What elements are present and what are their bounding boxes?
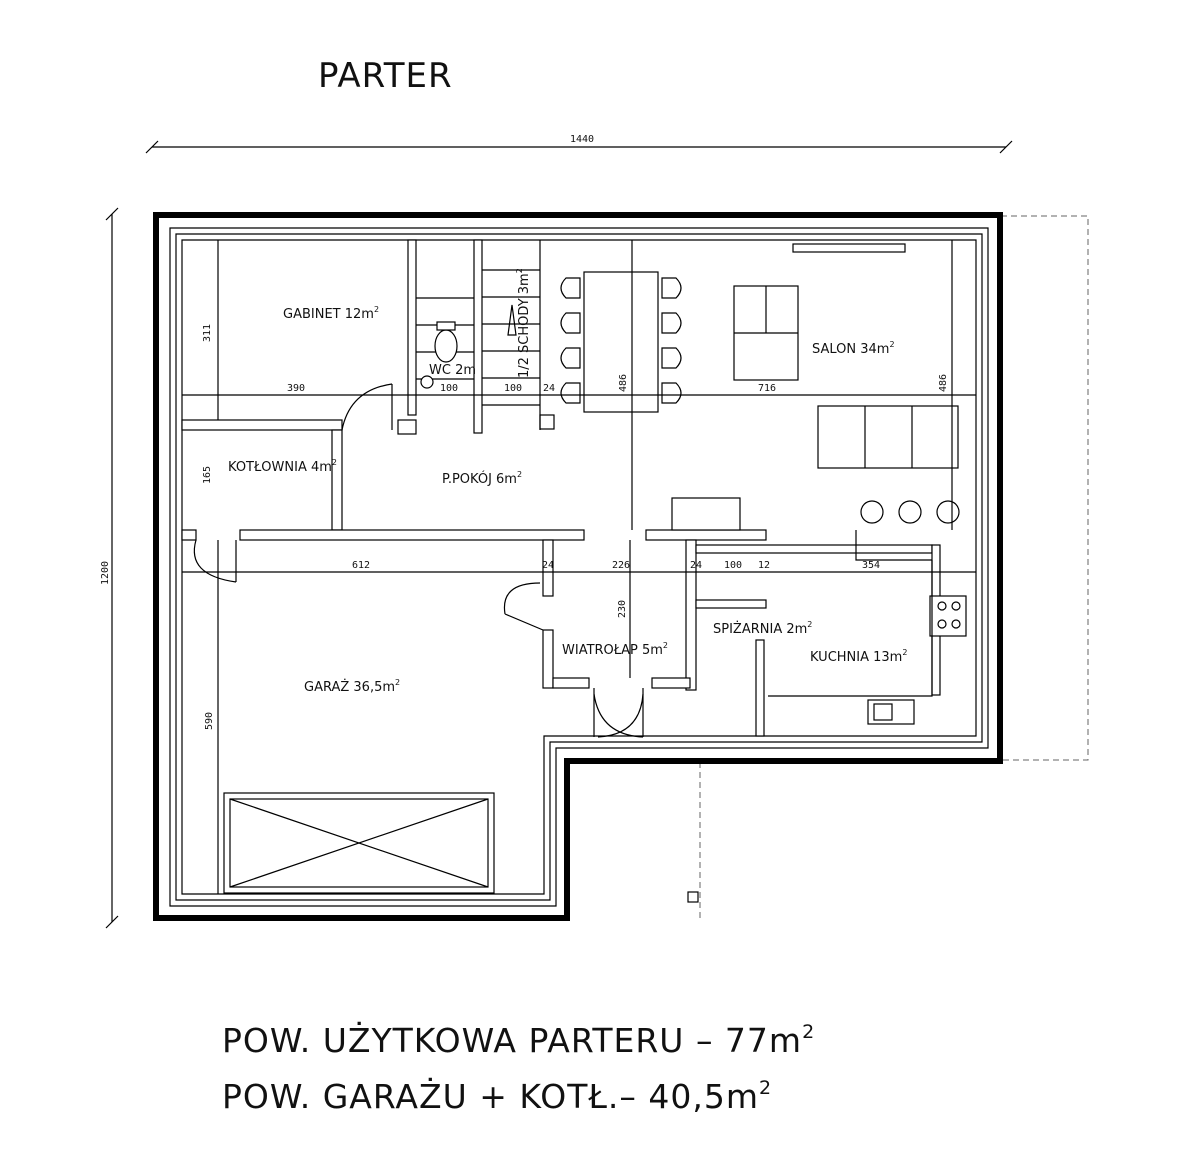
- interior-walls: [181, 239, 941, 737]
- dining-set: [560, 271, 682, 413]
- dim-486a: 486: [618, 374, 629, 392]
- dim-486b: 486: [938, 374, 949, 392]
- chairs-left: [560, 277, 581, 404]
- dim-716: 716: [758, 383, 776, 394]
- dim-612: 612: [352, 560, 370, 571]
- area-summary: POW. UŻYTKOWA PARTERU – 77m2 POW. GARAŻU…: [222, 1021, 815, 1116]
- dashed-projection: [687, 215, 1089, 922]
- dim-100c: 100: [724, 560, 742, 571]
- room-garaz: GARAŻ 36,5m2: [304, 678, 400, 695]
- salon-furniture: [671, 243, 960, 531]
- room-kotlownia: KOTŁOWNIA 4m2: [228, 458, 337, 475]
- dim-total-width: 1440: [570, 134, 594, 145]
- dim-390: 390: [287, 383, 305, 394]
- doors: [193, 383, 644, 738]
- garage-door: [223, 792, 495, 894]
- dim-24a: 24: [543, 383, 555, 394]
- dim-24b: 24: [542, 560, 554, 571]
- dim-12: 12: [758, 560, 770, 571]
- dim-590: 590: [204, 712, 215, 730]
- stairs: [397, 240, 555, 435]
- room-spizarnia: SPIŻARNIA 2m2: [713, 620, 812, 637]
- kitchen-fittings: [768, 530, 967, 725]
- room-salon: SALON 34m2: [812, 340, 895, 357]
- dim-24c: 24: [690, 560, 702, 571]
- dim-total-height: 1200: [100, 561, 111, 585]
- dim-165: 165: [202, 466, 213, 484]
- dim-226: 226: [612, 560, 630, 571]
- inner-dimensions: [182, 240, 976, 894]
- summary-usable-area: POW. UŻYTKOWA PARTERU – 77m2: [222, 1021, 815, 1060]
- summary-garage-area: POW. GARAŻU + KOTŁ.– 40,5m2: [222, 1077, 772, 1116]
- wc-toilet: [420, 321, 458, 389]
- dim-230: 230: [617, 600, 628, 618]
- plan-title: PARTER: [318, 56, 453, 96]
- room-wc: WC 2m: [429, 363, 476, 378]
- room-schody: 1/2 SCHODY 3m2: [515, 268, 532, 378]
- room-wiatrolap: WIATROŁAP 5m2: [562, 641, 668, 658]
- chairs-right: [661, 277, 682, 404]
- dim-100a: 100: [440, 383, 458, 394]
- width-dimension: 1440: [145, 134, 1013, 154]
- height-dimension: 1200: [100, 207, 119, 929]
- room-ppokoj: P.POKÓJ 6m2: [442, 470, 522, 487]
- room-kuchnia: KUCHNIA 13m2: [810, 648, 907, 665]
- dimension-labels: 311 390 100 100 24 486 716 486 165 612 2…: [202, 324, 949, 730]
- room-labels: GABINET 12m2 WC 2m 1/2 SCHODY 3m2 SALON …: [228, 268, 907, 695]
- dim-100b: 100: [504, 383, 522, 394]
- exterior-walls: [153, 212, 1003, 921]
- dim-354: 354: [862, 560, 880, 571]
- room-gabinet: GABINET 12m2: [283, 305, 379, 322]
- dim-311: 311: [202, 324, 213, 342]
